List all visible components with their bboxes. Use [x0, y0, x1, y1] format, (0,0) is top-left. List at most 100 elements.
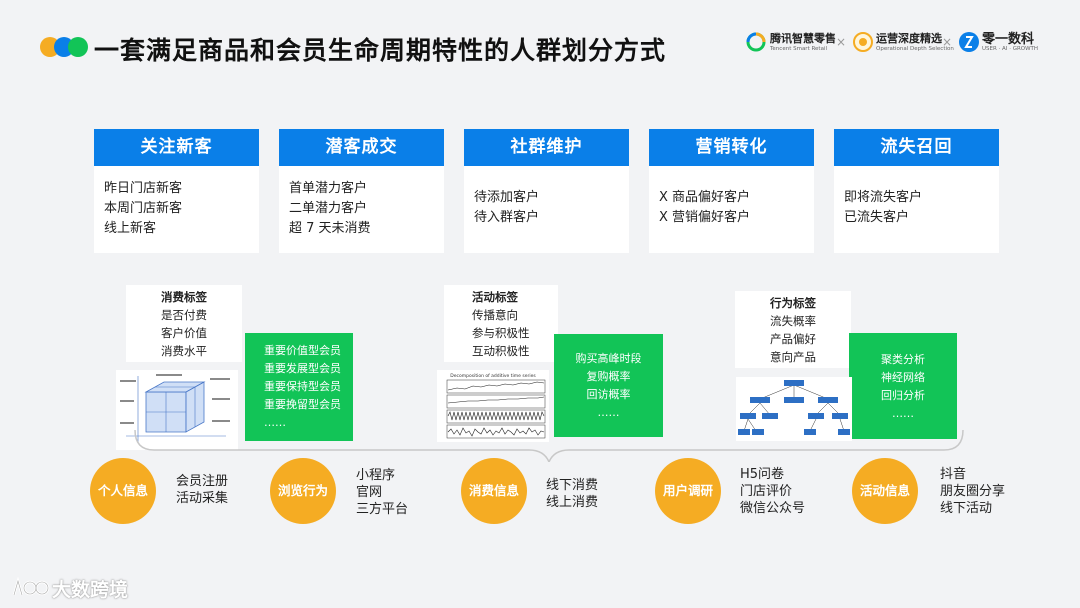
source-item: 门店评价: [740, 484, 793, 499]
logo-lingyi: 零一数科 USER · AI · GROWTH: [958, 28, 1046, 60]
card-item: 即将流失客户: [844, 190, 923, 205]
tag-item: 参与积极性: [472, 326, 530, 340]
source-item: 小程序: [356, 468, 396, 483]
tag-item: 流失概率: [770, 314, 816, 328]
tag-item: 消费水平: [161, 344, 207, 358]
member-segment-box: 重要价值型会员 重要发展型会员 重要保持型会员 重要挽留型会员 ……: [245, 333, 353, 441]
source-personal-info: 个人信息: [90, 458, 156, 524]
decision-tree-icon: [738, 380, 850, 435]
source-item: 微信公众号: [740, 501, 806, 516]
logo-subtitle: USER · AI · GROWTH: [982, 46, 1039, 52]
card-item: 线上新客: [104, 221, 157, 236]
card-title: 营销转化: [649, 129, 814, 166]
separator-icon: ×: [942, 35, 953, 49]
logo-operational-depth: 运营深度精选 Operational Depth Selection: [852, 28, 954, 60]
card-item: X 商品偏好客户: [659, 190, 751, 205]
source-item: H5问卷: [740, 467, 785, 482]
card-item: 昨日门店新客: [104, 181, 183, 196]
source-item: 线上消费: [546, 495, 599, 510]
card-title: 社群维护: [464, 129, 629, 166]
metric-item: 回访概率: [586, 388, 631, 401]
tag-item: 客户价值: [161, 326, 207, 340]
card-new-customers: 关注新客 昨日门店新客 本周门店新客 线上新客: [94, 129, 259, 253]
source-survey: 用户调研: [655, 458, 721, 524]
card-potential-deals: 潜客成交 首单潜力客户 二单潜力客户 超 7 天未消费: [279, 129, 444, 253]
operational-logo-icon: [853, 32, 873, 52]
tag-box-behavior: 行为标签 流失概率 产品偏好 意向产品: [735, 291, 851, 368]
method-item: 聚类分析: [881, 353, 925, 366]
logo-name: 零一数科: [982, 32, 1035, 47]
source-activity: 活动信息: [852, 458, 918, 524]
card-marketing: 营销转化 X 商品偏好客户 X 营销偏好客户: [649, 129, 814, 253]
time-series-illustration: Decomposition of additive time series: [437, 370, 549, 442]
card-item: 已流失客户: [844, 210, 910, 225]
partner-logos: 腾讯智慧零售 Tencent Smart Retail × 运营深度精选 Ope…: [746, 28, 1046, 60]
segment-item: 重要保持型会员: [264, 380, 341, 393]
source-item: 三方平台: [356, 502, 409, 517]
tag-item: 意向产品: [770, 350, 816, 364]
tag-title: 活动标签: [472, 290, 518, 304]
card-churn-recall: 流失召回 即将流失客户 已流失客户: [834, 129, 999, 253]
method-item: 回归分析: [881, 389, 925, 402]
logo-name: 运营深度精选: [876, 32, 942, 45]
source-item: 活动采集: [176, 491, 229, 506]
page-title: 一套满足商品和会员生命周期特性的人群划分方式: [94, 36, 667, 65]
source-item: 线下消费: [546, 478, 599, 493]
source-consumption: 消费信息: [461, 458, 527, 524]
data-source-bracket: [134, 429, 964, 462]
source-browsing: 浏览行为: [270, 458, 336, 524]
green-dot-icon: [68, 37, 88, 57]
method-item: ……: [892, 407, 914, 420]
tag-item: 是否付费: [161, 308, 207, 322]
footer-watermark: 大数跨境: [10, 575, 150, 601]
card-title: 流失召回: [834, 129, 999, 166]
logo-subtitle: Operational Depth Selection: [876, 46, 954, 52]
card-title: 潜客成交: [279, 129, 444, 166]
card-item: 待添加客户: [474, 190, 540, 205]
decision-tree-illustration: [736, 377, 852, 441]
metric-item: 购买高峰时段: [575, 352, 642, 365]
card-item: 待入群客户: [474, 210, 540, 225]
logo-name: 腾讯智慧零售: [770, 32, 836, 45]
source-item: 线下活动: [940, 501, 993, 516]
card-community: 社群维护 待添加客户 待入群客户: [464, 129, 629, 253]
card-item: X 营销偏好客户: [659, 210, 751, 225]
time-series-chart-icon: Decomposition of additive time series: [446, 373, 546, 439]
card-item: 超 7 天未消费: [289, 221, 371, 236]
tag-title: 消费标签: [161, 290, 207, 304]
source-detail-personal: 会员注册 活动采集: [176, 473, 228, 507]
source-item: 会员注册: [176, 474, 229, 489]
rfm-cube-icon: [120, 374, 230, 442]
tag-box-activity: 活动标签 传播意向 参与积极性 互动积极性: [444, 285, 558, 362]
metric-item: ……: [597, 406, 620, 419]
watermark-logo-icon: [12, 576, 50, 596]
segment-item: 重要挽留型会员: [264, 398, 341, 411]
logo-tencent-smart-retail: 腾讯智慧零售 Tencent Smart Retail: [746, 28, 836, 60]
card-title: 关注新客: [94, 129, 259, 166]
source-detail-survey: H5问卷 门店评价 微信公众号: [740, 466, 805, 517]
tag-item: 产品偏好: [770, 332, 816, 346]
source-item: 官网: [356, 485, 383, 500]
segment-item: 重要价值型会员: [264, 344, 341, 357]
tag-box-consumption: 消费标签 是否付费 客户价值 消费水平: [126, 285, 242, 362]
analysis-methods-box: 聚类分析 神经网络 回归分析 ……: [849, 333, 957, 439]
source-detail-activity: 抖音 朋友圈分享 线下活动: [940, 466, 1005, 517]
tencent-logo-icon: [746, 32, 766, 52]
card-item: 首单潜力客户: [289, 181, 368, 196]
source-detail-browsing: 小程序 官网 三方平台: [356, 467, 408, 518]
source-item: 抖音: [940, 467, 967, 482]
logo-subtitle: Tencent Smart Retail: [770, 46, 828, 52]
footer-brand: 大数跨境: [52, 579, 129, 601]
card-item: 本周门店新客: [104, 201, 183, 216]
separator-icon: ×: [836, 35, 847, 49]
brand-dots: [40, 37, 88, 57]
tag-title: 行为标签: [770, 296, 816, 310]
purchase-metrics-box: 购买高峰时段 复购概率 回访概率 ……: [554, 334, 663, 437]
source-item: 朋友圈分享: [940, 484, 1006, 499]
segment-item: 重要发展型会员: [264, 362, 341, 375]
tag-item: 传播意向: [472, 308, 518, 322]
lingyi-logo-icon: [959, 32, 979, 52]
source-detail-consumption: 线下消费 线上消费: [546, 477, 598, 511]
segment-item: ……: [264, 416, 286, 429]
method-item: 神经网络: [881, 371, 925, 384]
